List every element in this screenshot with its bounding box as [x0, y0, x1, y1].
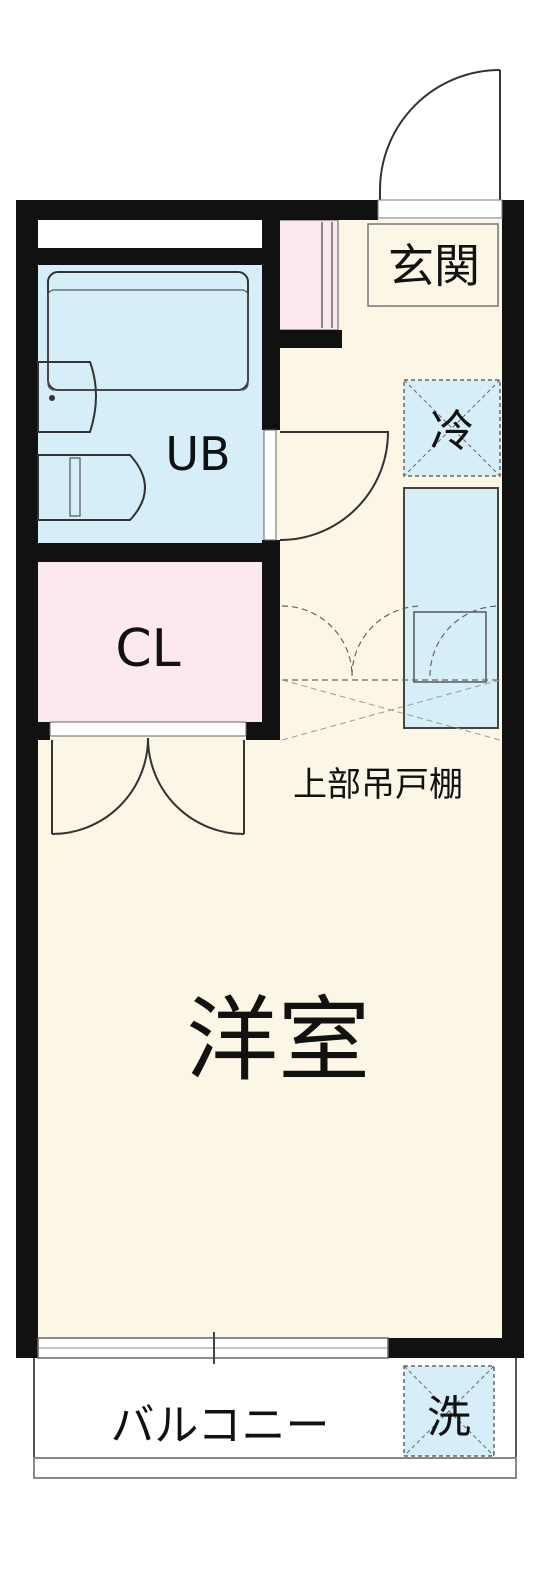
cabinet-door-swing-1 [281, 605, 353, 677]
western-room-label: 洋室 [186, 987, 370, 1094]
bathtub-inner [47, 289, 249, 391]
wall-bottom-left [16, 1338, 38, 1358]
closet-label: CL [115, 619, 180, 679]
fridge-label: 冷 [430, 406, 474, 457]
cabinet-door-swing-2 [351, 605, 423, 677]
wall-closet-bottom-right [246, 722, 280, 740]
closet-door-left [51, 737, 149, 835]
shoe-cabinet [275, 219, 339, 331]
closet-room [38, 562, 264, 722]
washbasin [37, 361, 97, 433]
bath-door-swing [279, 431, 390, 541]
wall-left [16, 200, 38, 1358]
fridge-cross-1 [403, 379, 501, 477]
washbasin-drain [49, 395, 55, 401]
wall-shoe-bottom [262, 330, 342, 348]
cabinet-door-swing-3 [429, 605, 501, 677]
bath-room [38, 265, 264, 543]
closet-door-right [147, 737, 245, 835]
entrance-threshold [377, 199, 503, 219]
wall-bath-right-bottom [262, 540, 280, 740]
fridge-cross-2 [403, 379, 501, 477]
wall-closet-bottom [38, 722, 50, 740]
entrance-label: 玄関 [388, 239, 480, 293]
wall-bath-right-top [262, 220, 280, 430]
wall-bottom-right [388, 1338, 524, 1358]
wall-bath-bottom [38, 543, 280, 562]
wall-right [502, 200, 524, 1358]
balcony-railing [33, 1457, 517, 1479]
upper-cabinet-diag-2 [281, 679, 501, 741]
western-room-floor [38, 722, 506, 1338]
kitchen-sink [413, 611, 487, 683]
entrance-step [367, 223, 499, 307]
toilet [37, 454, 146, 521]
toilet-tank [69, 457, 81, 517]
wall-top-left [16, 200, 378, 220]
balcony-label: バルコニー [110, 1400, 329, 1451]
closet-door-track [49, 721, 247, 737]
washer-label: 洗 [427, 1392, 471, 1443]
washer-cross-2 [403, 1365, 495, 1457]
wall-bath-top [38, 248, 276, 265]
entrance-door-swing [379, 69, 501, 200]
upper-shelf-label: 上部吊戸棚 [293, 765, 463, 805]
bath-label: UB [165, 427, 230, 481]
bath-door-frame [263, 429, 277, 541]
